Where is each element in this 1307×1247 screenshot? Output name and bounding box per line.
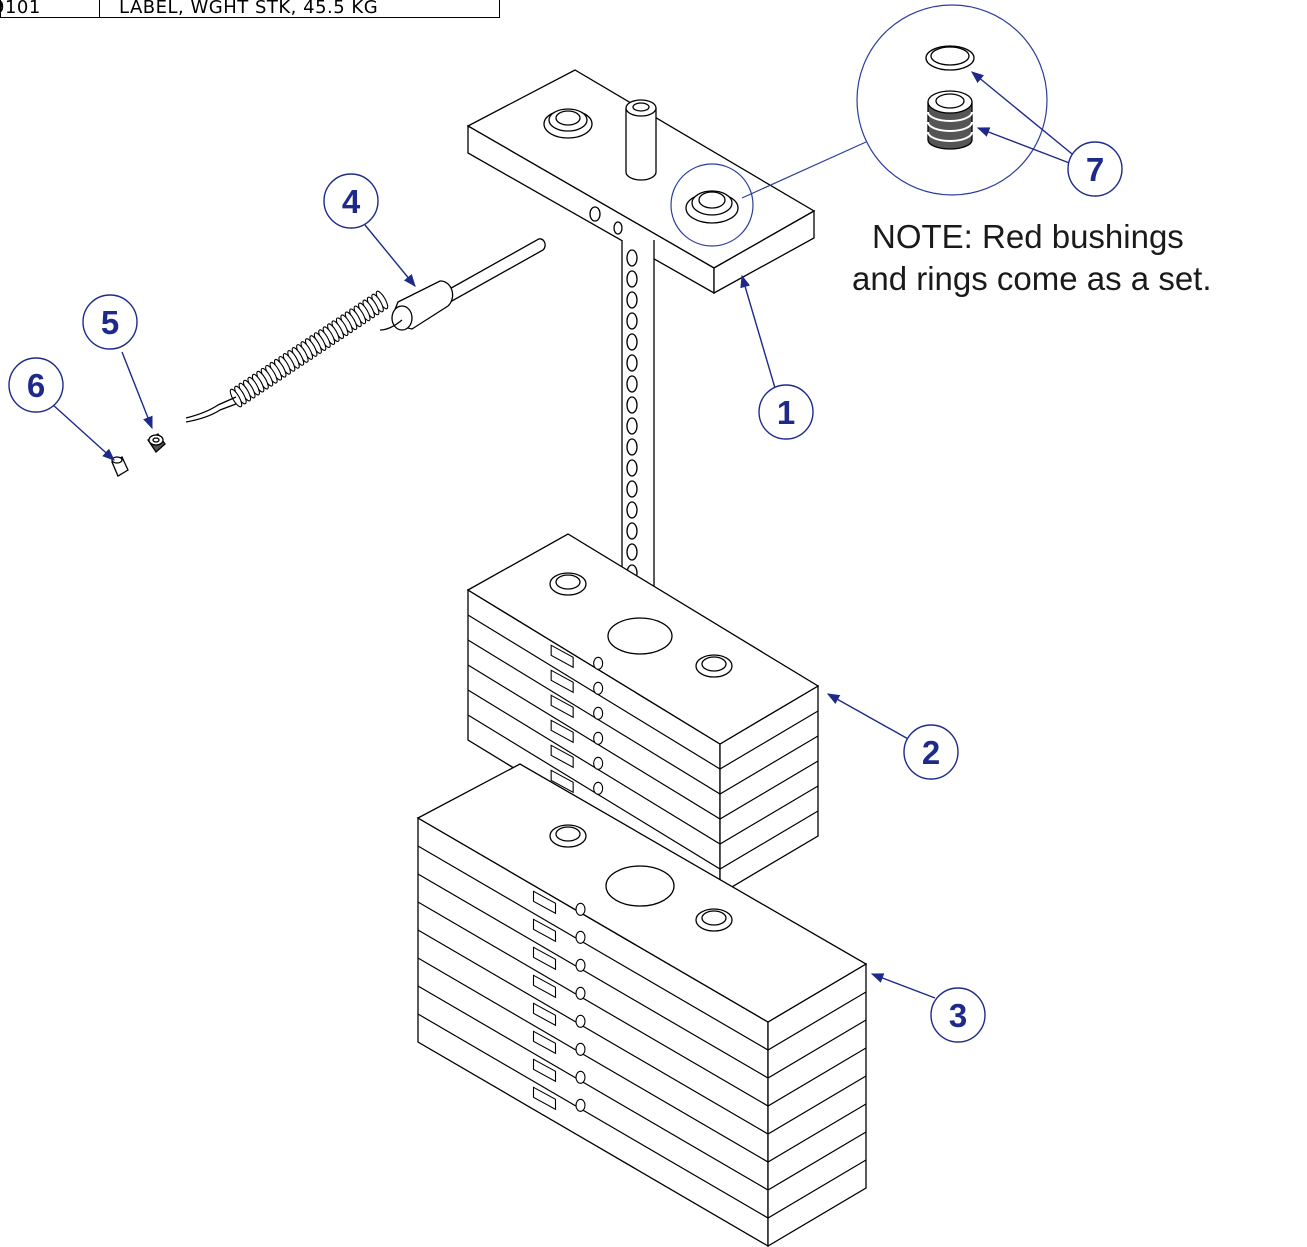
stack-bushing-inner — [701, 656, 727, 672]
stack-bushing-inner — [555, 826, 581, 842]
stem-hole — [626, 459, 638, 477]
callout-2-label: 2 — [922, 734, 940, 771]
plate-label — [550, 644, 574, 669]
note-line-1: NOTE: Red bushings — [872, 218, 1184, 255]
callout-7-label: 7 — [1086, 151, 1104, 188]
plate-hole — [593, 731, 604, 745]
stem-hole — [626, 522, 638, 540]
callout-3-label: 3 — [949, 997, 967, 1034]
callout-4-label: 4 — [342, 183, 361, 220]
plate-edge — [417, 901, 867, 1107]
plate-hole — [593, 656, 604, 670]
stack-bushing-inner — [701, 910, 727, 926]
plate-hole — [575, 958, 586, 972]
lanyard-spring — [229, 290, 389, 408]
callout-5-label: 5 — [101, 304, 119, 341]
plate-hole — [575, 1014, 586, 1028]
plate-edge — [417, 929, 867, 1135]
plate-label — [532, 974, 557, 999]
stem-hole — [626, 291, 638, 309]
plate-label — [550, 744, 574, 769]
plate-edge — [417, 1013, 867, 1219]
callout-3: 3 — [930, 987, 986, 1043]
part-description: LABEL, WGHT STK, 45.5 KG — [119, 0, 379, 18]
lower-weight-stack — [416, 763, 868, 1247]
callout-1: 1 — [758, 384, 814, 440]
callout-6: 6 — [8, 357, 64, 413]
stem-bore — [605, 865, 675, 907]
top-plate-bushing-left — [543, 108, 593, 139]
note-text: NOTE: Red bushings and rings come as a s… — [852, 216, 1212, 300]
plate-label — [550, 669, 574, 694]
stem-bore — [607, 617, 673, 655]
plate-edge — [467, 689, 819, 845]
selector-stem — [621, 240, 655, 616]
detail-view-circle — [670, 4, 1048, 247]
plate-hole — [593, 781, 604, 795]
parts-list-row: 9101 LABEL, WGHT STK, 45.5 KG — [0, 0, 500, 18]
part-number: 9101 — [0, 0, 41, 18]
callout-6-label: 6 — [27, 367, 45, 404]
plate-label — [532, 1030, 557, 1055]
plate-label — [550, 769, 574, 794]
stem-hole — [626, 438, 638, 456]
plate-label — [532, 918, 557, 943]
plate-hole — [593, 756, 604, 770]
plate-label — [532, 1002, 557, 1027]
plate-hole — [593, 681, 604, 695]
snap-ring — [925, 45, 975, 71]
plate-hole — [575, 1098, 586, 1112]
stem-hole — [626, 543, 638, 561]
stem-hole — [626, 501, 638, 519]
stem-hole — [626, 312, 638, 330]
stem-hole — [626, 354, 638, 372]
plate-label — [532, 890, 557, 915]
nut — [147, 433, 166, 453]
plate-edge — [417, 985, 867, 1191]
stem-hole — [626, 270, 638, 288]
plate-hole — [575, 1070, 586, 1084]
plate-edge — [467, 664, 819, 820]
stem-hole — [626, 480, 638, 498]
plate-edge — [467, 639, 819, 795]
plate-edge — [417, 845, 867, 1051]
spring-coil — [229, 388, 243, 408]
plate-hole — [575, 1042, 586, 1056]
selector-pin — [185, 238, 546, 423]
plate-hole — [593, 706, 604, 720]
plate-edge — [417, 873, 867, 1079]
bushing — [927, 90, 973, 150]
stem-hole — [626, 417, 638, 435]
callout-4: 4 — [323, 173, 379, 229]
callout-2: 2 — [903, 724, 959, 780]
upper-weight-stack — [466, 533, 820, 896]
stem-hole — [626, 333, 638, 351]
stem-hole — [626, 396, 638, 414]
plate-label — [532, 946, 557, 971]
note-line-2: and rings come as a set. — [852, 260, 1212, 297]
plate-edge — [467, 614, 819, 770]
callout-1-label: 1 — [777, 394, 795, 431]
plate-edge — [467, 714, 819, 870]
plate-edge — [417, 957, 867, 1163]
plate-label — [532, 1058, 557, 1083]
leader-lines — [51, 71, 1078, 999]
plate-label — [550, 694, 574, 719]
column-divider — [99, 0, 100, 17]
plate-label — [532, 1086, 557, 1111]
plate-hole — [575, 902, 586, 916]
top-plate-bushing-right — [685, 190, 739, 224]
plate-hole — [575, 986, 586, 1000]
stem-hole — [626, 249, 638, 267]
callout-5: 5 — [82, 294, 138, 350]
top-post-stub — [625, 99, 657, 181]
stack-bushing-inner — [555, 574, 581, 590]
stem-hole — [626, 375, 638, 393]
plate-label — [550, 719, 574, 744]
plate-hole — [575, 930, 586, 944]
roll-pin — [111, 456, 129, 477]
callout-7: 7 — [1067, 141, 1123, 197]
